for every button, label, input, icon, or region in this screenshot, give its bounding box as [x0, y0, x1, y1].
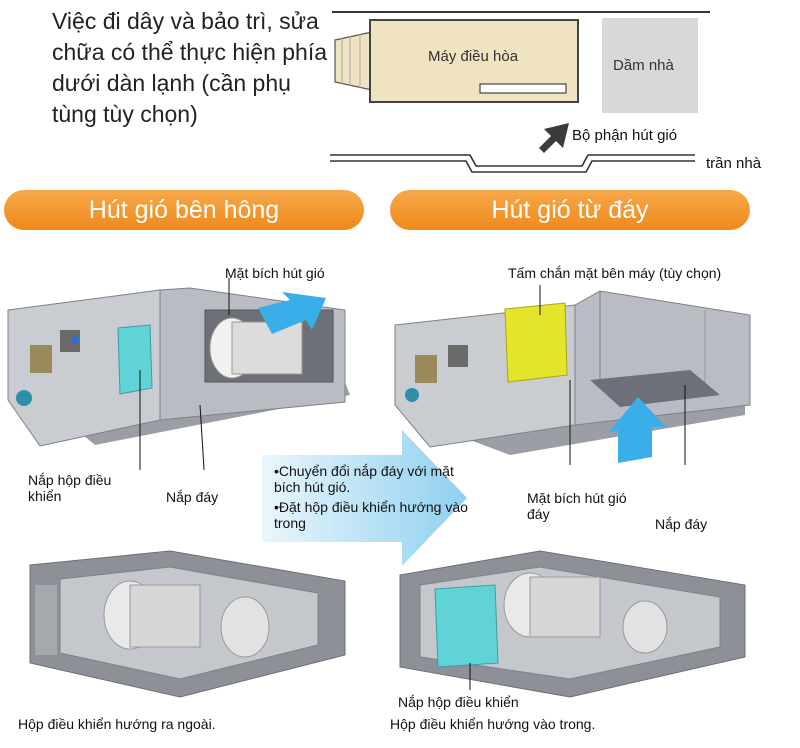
control-box-cover	[434, 584, 499, 668]
arrow-up-right-icon	[539, 123, 569, 153]
fan-housing-left	[129, 584, 201, 648]
control-box-side	[35, 585, 57, 655]
drain-port	[16, 390, 32, 406]
fan-wheel-right	[220, 596, 270, 658]
ceiling-label: trần nhà	[706, 155, 762, 172]
bottom-intake-underside-illustration	[399, 550, 746, 698]
fan-housing-left	[529, 576, 601, 638]
bottom-cover-label: Nắp đáy	[655, 516, 708, 532]
connector-block	[448, 345, 468, 367]
connector-block	[60, 330, 80, 352]
intro-text: Việc đi dây và bảo trì, sửa chữa có thể …	[52, 8, 328, 127]
side-cover-panel	[504, 302, 568, 383]
conversion-note: •Đặt hộp điều khiển hướng vào trong	[274, 499, 468, 531]
unit-label: Máy điều hòa	[428, 48, 519, 65]
bottom-caption: Hộp điều khiển hướng vào trong.	[390, 716, 596, 732]
side-flange-label: Mặt bích hút gió	[225, 265, 325, 281]
terminal-block	[415, 355, 437, 383]
bottom-opening	[590, 370, 720, 407]
bottom-side-panel-label: Tấm chắn mặt bên máy (tùy chọn)	[508, 265, 722, 281]
ceiling-line-bottom	[330, 160, 695, 173]
duct-connector	[334, 31, 373, 91]
terminal-block	[30, 345, 52, 373]
unit-grille	[479, 83, 567, 94]
fan-wheel-right	[622, 600, 668, 654]
bottom-control-cover-label: Nắp hộp điều khiển	[398, 694, 519, 710]
side-bottom-cover-label: Nắp đáy	[166, 489, 219, 505]
side-intake-unit-illustration	[7, 278, 350, 470]
conversion-arrow-graphic	[262, 430, 467, 566]
bottom-flange-label: Mặt bích hút gió đáy	[527, 490, 627, 522]
wire-blue	[71, 336, 79, 344]
drain-port	[405, 388, 419, 402]
beam-block	[602, 18, 698, 113]
arrow-right-icon	[262, 430, 467, 566]
beam-label: Dầm nhà	[613, 57, 674, 74]
side-caption: Hộp điều khiển hướng ra ngoài.	[18, 716, 216, 732]
section-bottom-intake-header: Hút gió từ đáy	[390, 190, 750, 230]
side-intake-arrow	[258, 292, 326, 334]
bottom-intake-unit-illustration	[394, 285, 751, 465]
fan-housing	[231, 321, 303, 375]
section-side-intake-header: Hút gió bên hông	[4, 190, 364, 230]
bottom-intake-arrow	[608, 397, 666, 463]
intake-label: Bộ phận hút gió	[572, 127, 678, 144]
unit-end-face	[574, 290, 751, 426]
installation-diagram	[330, 11, 710, 173]
conversion-notes: •Chuyển đổi nắp đáy với mặt bích hút gió…	[274, 463, 474, 535]
control-box-cover	[117, 324, 153, 395]
side-intake-underside-illustration	[29, 550, 346, 698]
side-control-cover-label: Nắp hộp điều khiển	[28, 472, 112, 504]
conversion-note: •Chuyển đổi nắp đáy với mặt bích hút gió…	[274, 463, 454, 495]
leader-bottom-cover	[199, 404, 205, 470]
ceiling-line-top	[330, 154, 695, 167]
